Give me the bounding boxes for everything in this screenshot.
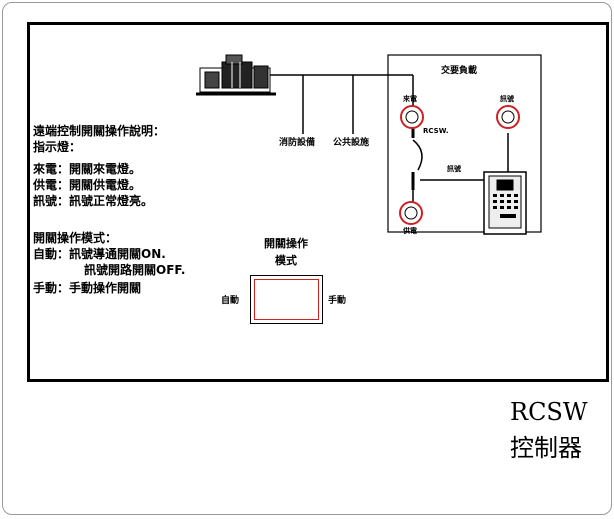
lamp-supply-label: 供電 bbox=[403, 227, 417, 235]
auto-mode-line1: 自動：訊號導通開關ON. bbox=[33, 247, 166, 261]
lamp-signal-desc: 訊號：訊號正常燈亮。 bbox=[33, 194, 154, 208]
signal-wire-label: 訊號 bbox=[447, 165, 461, 173]
controller-device-icon bbox=[483, 171, 527, 235]
brand-line1: RCSW bbox=[510, 398, 588, 426]
manual-mode-line: 手動：手動操作開關 bbox=[33, 281, 142, 295]
fire-equipment-label: 消防設備 bbox=[279, 138, 316, 148]
instructions-title: 遠端控制開關操作說明： bbox=[33, 124, 166, 138]
mode-switch-inner bbox=[254, 279, 319, 320]
lamp-incoming-desc: 來電：開關來電燈。 bbox=[33, 162, 142, 176]
mode-switch-title: 開關操作 模式 bbox=[246, 236, 326, 269]
lamp-signal bbox=[496, 105, 520, 129]
lamp-incoming bbox=[400, 105, 424, 129]
mode-switch-box[interactable] bbox=[250, 275, 323, 324]
rcsw-label: RCSW. bbox=[423, 127, 449, 135]
mode-switch-title-line2: 模式 bbox=[275, 253, 297, 267]
lamp-heading: 指示燈： bbox=[33, 140, 82, 154]
mode-switch-title-line1: 開關操作 bbox=[264, 237, 308, 250]
lamp-incoming-label: 來電 bbox=[403, 95, 417, 103]
load-panel-title: 交要負載 bbox=[441, 66, 478, 76]
load-panel-box bbox=[387, 54, 542, 233]
lamp-signal-label: 訊號 bbox=[500, 95, 514, 103]
lamp-supply-desc: 供電：開關供電燈。 bbox=[33, 178, 142, 192]
generator-icon bbox=[196, 54, 276, 96]
brand-line2: 控制器 bbox=[510, 434, 582, 462]
manual-label: 手動 bbox=[328, 296, 347, 306]
public-equipment-label: 公共設施 bbox=[333, 138, 370, 148]
mode-heading: 開關操作模式： bbox=[33, 231, 118, 245]
lamp-supply bbox=[399, 201, 423, 225]
auto-label: 自動 bbox=[221, 296, 240, 306]
auto-mode-line2: 訊號開路開關OFF. bbox=[84, 263, 186, 277]
